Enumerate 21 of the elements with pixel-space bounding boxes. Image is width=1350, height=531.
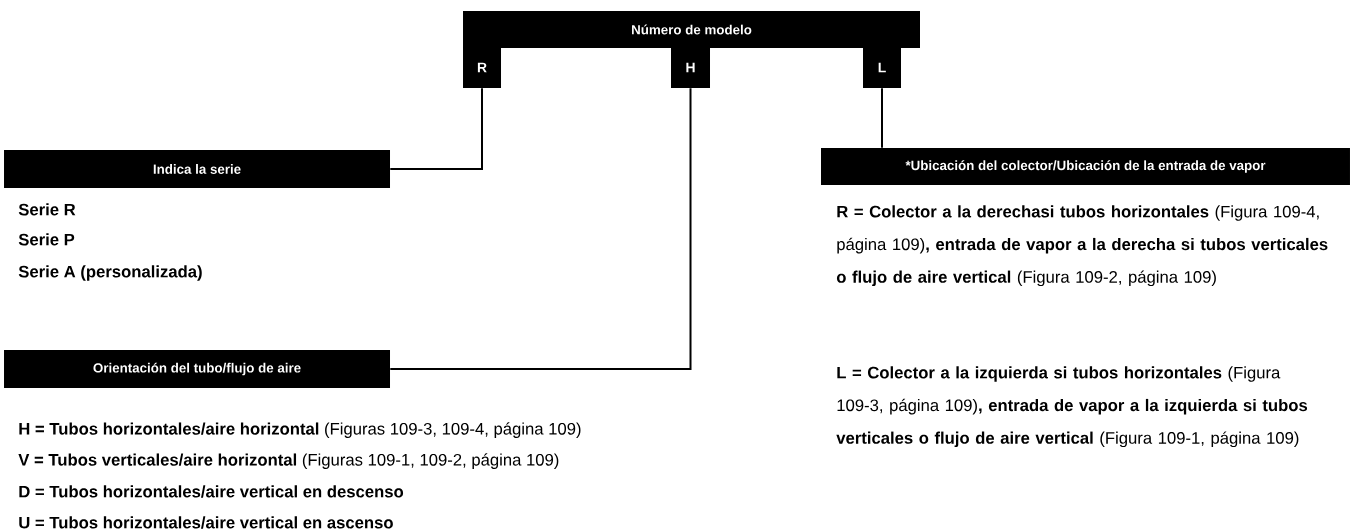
node-label: L: [878, 62, 886, 73]
description-text: D = Tubos horizontales/aire vertical en descenso: [19, 485, 404, 498]
heading-bar: Orientación del tubo/flujo de aire: [4, 350, 390, 388]
description-text: Serie A (personalizada): [18, 265, 202, 281]
node-label: H: [686, 62, 695, 73]
code-letter-tab: H: [671, 47, 710, 88]
heading-bar: *Ubicación del colector/Ubicación de la entrada de vapor: [821, 148, 1350, 185]
description-text: H = Tubos horizontales/aire horizontal (Figuras 109-3, 109-4, página 109): [19, 422, 581, 438]
node-label: R: [477, 62, 487, 73]
heading-bar: Indica la serie: [4, 150, 390, 188]
connector-line: [389, 87, 692, 370]
connector-line: [389, 87, 483, 170]
description-text: U = Tubos horizontales/aire vertical en ascenso: [19, 516, 393, 529]
description-text: Serie R: [18, 203, 76, 216]
description-text: R = Colector a la derechasi tubos horizontales (Figura 109-4, página 109), entrada de vapor a la derecha si tubos verticales o flujo de aire vertical (Figura 109-2, página 109): [836, 205, 1328, 287]
description-text: Serie P: [18, 233, 75, 246]
code-letter-tab: L: [863, 47, 901, 88]
description-text: V = Tubos verticales/aire horizontal (Figuras 109-1, 109-2, página 109): [18, 453, 559, 469]
code-letter-tab: R: [463, 47, 501, 88]
description-text: L = Colector a la izquierda si tubos horizontales (Figura 109-3, página 109), entrada de vapor a la izquierda si tubos verticales o flujo de aire vertical (Figura 109-1, página 109): [836, 366, 1308, 448]
connector-line: [881, 87, 883, 149]
